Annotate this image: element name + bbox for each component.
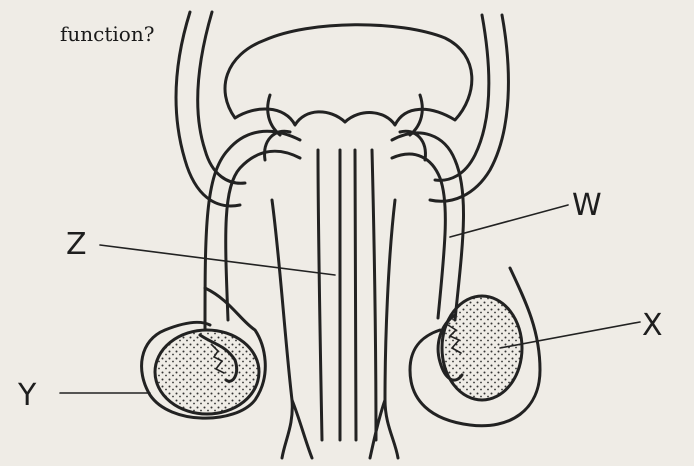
bladder (225, 25, 472, 125)
left-testis (155, 330, 259, 414)
label-x: X (642, 308, 663, 343)
left-vas-deferens (205, 131, 300, 330)
label-line-w (450, 205, 568, 237)
label-z: Z (66, 227, 87, 262)
penis (272, 200, 292, 458)
right-testis (442, 296, 522, 400)
urethra (318, 150, 322, 440)
right-ureter (430, 15, 508, 201)
label-y: Y (17, 378, 37, 413)
label-w: W (572, 188, 602, 223)
label-line-z (100, 245, 335, 275)
